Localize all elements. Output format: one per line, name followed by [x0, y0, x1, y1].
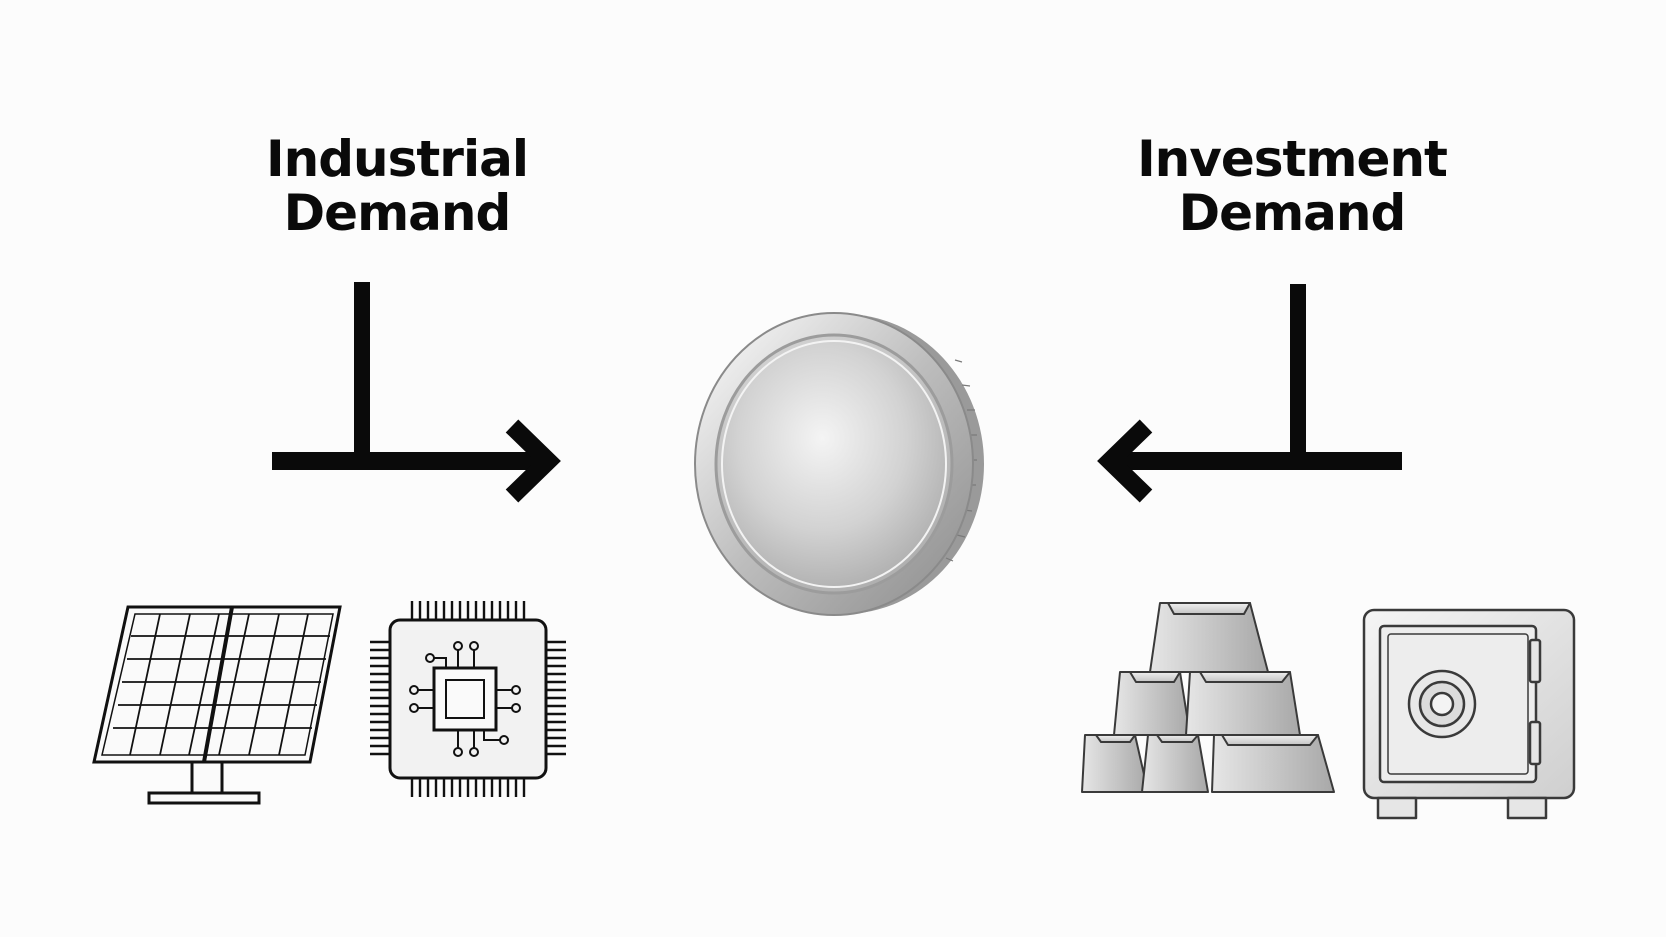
investment-title-line2: Demand — [1178, 184, 1407, 242]
industrial-arrow — [272, 282, 561, 503]
investment-title-line1: Investment — [1137, 130, 1448, 188]
industrial-demand-label: Industrial Demand — [187, 132, 607, 240]
industrial-title-line1: Industrial — [266, 130, 529, 188]
safe-icon — [1362, 608, 1576, 820]
solar-panel-icon — [92, 605, 342, 805]
investment-demand-label: Investment Demand — [1082, 132, 1502, 240]
silver-bars-icon — [1081, 602, 1335, 793]
silver-coin-icon — [694, 312, 984, 616]
investment-arrow — [1097, 284, 1402, 503]
industrial-title-line2: Demand — [283, 184, 512, 242]
microchip-icon — [370, 601, 566, 797]
